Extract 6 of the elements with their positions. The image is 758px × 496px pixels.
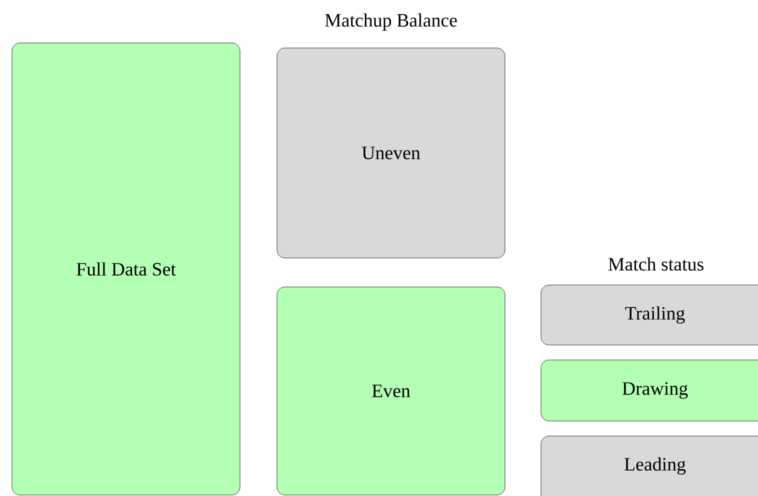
category-box: Drawing <box>540 360 758 422</box>
category-box: Uneven <box>276 48 506 258</box>
category-box: Trailing <box>540 284 758 346</box>
category-box: Even <box>276 286 506 496</box>
category-box: Leading <box>540 436 758 496</box>
category-box: Full Data Set <box>12 42 240 496</box>
